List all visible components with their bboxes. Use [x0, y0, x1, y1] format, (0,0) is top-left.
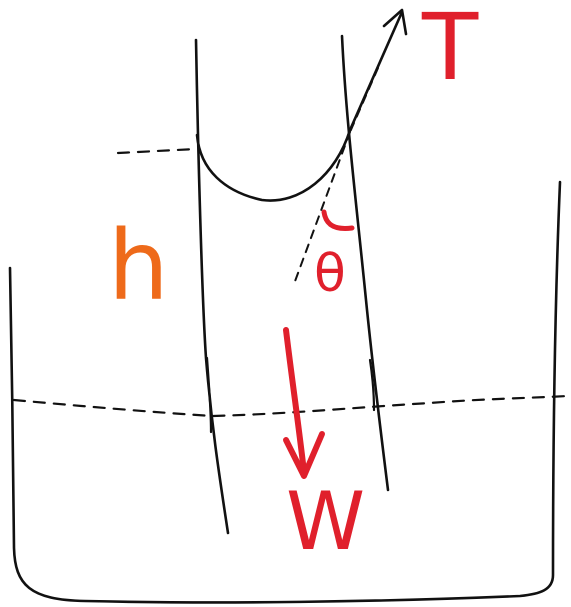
tube-left-wall-step — [205, 356, 213, 434]
angle-reference-dashes — [293, 131, 351, 285]
tube-right-wall — [340, 34, 390, 492]
height-label: h — [108, 210, 169, 322]
weight-label: W — [286, 475, 366, 568]
tube-left-wall — [194, 38, 230, 535]
lower-level-dashes — [12, 394, 570, 418]
container-outline — [8, 180, 562, 604]
angle-label: θ — [314, 244, 346, 304]
angle-reference-dashes-upper — [349, 67, 379, 133]
tension-label: T — [422, 0, 479, 101]
angle-arc — [321, 209, 355, 231]
tension-arrow-head — [382, 8, 408, 36]
meniscus-curve — [195, 128, 352, 202]
upper-level-dashes — [116, 147, 198, 155]
weight-arrow-line — [283, 327, 307, 475]
weight-arrow-head — [283, 431, 325, 479]
